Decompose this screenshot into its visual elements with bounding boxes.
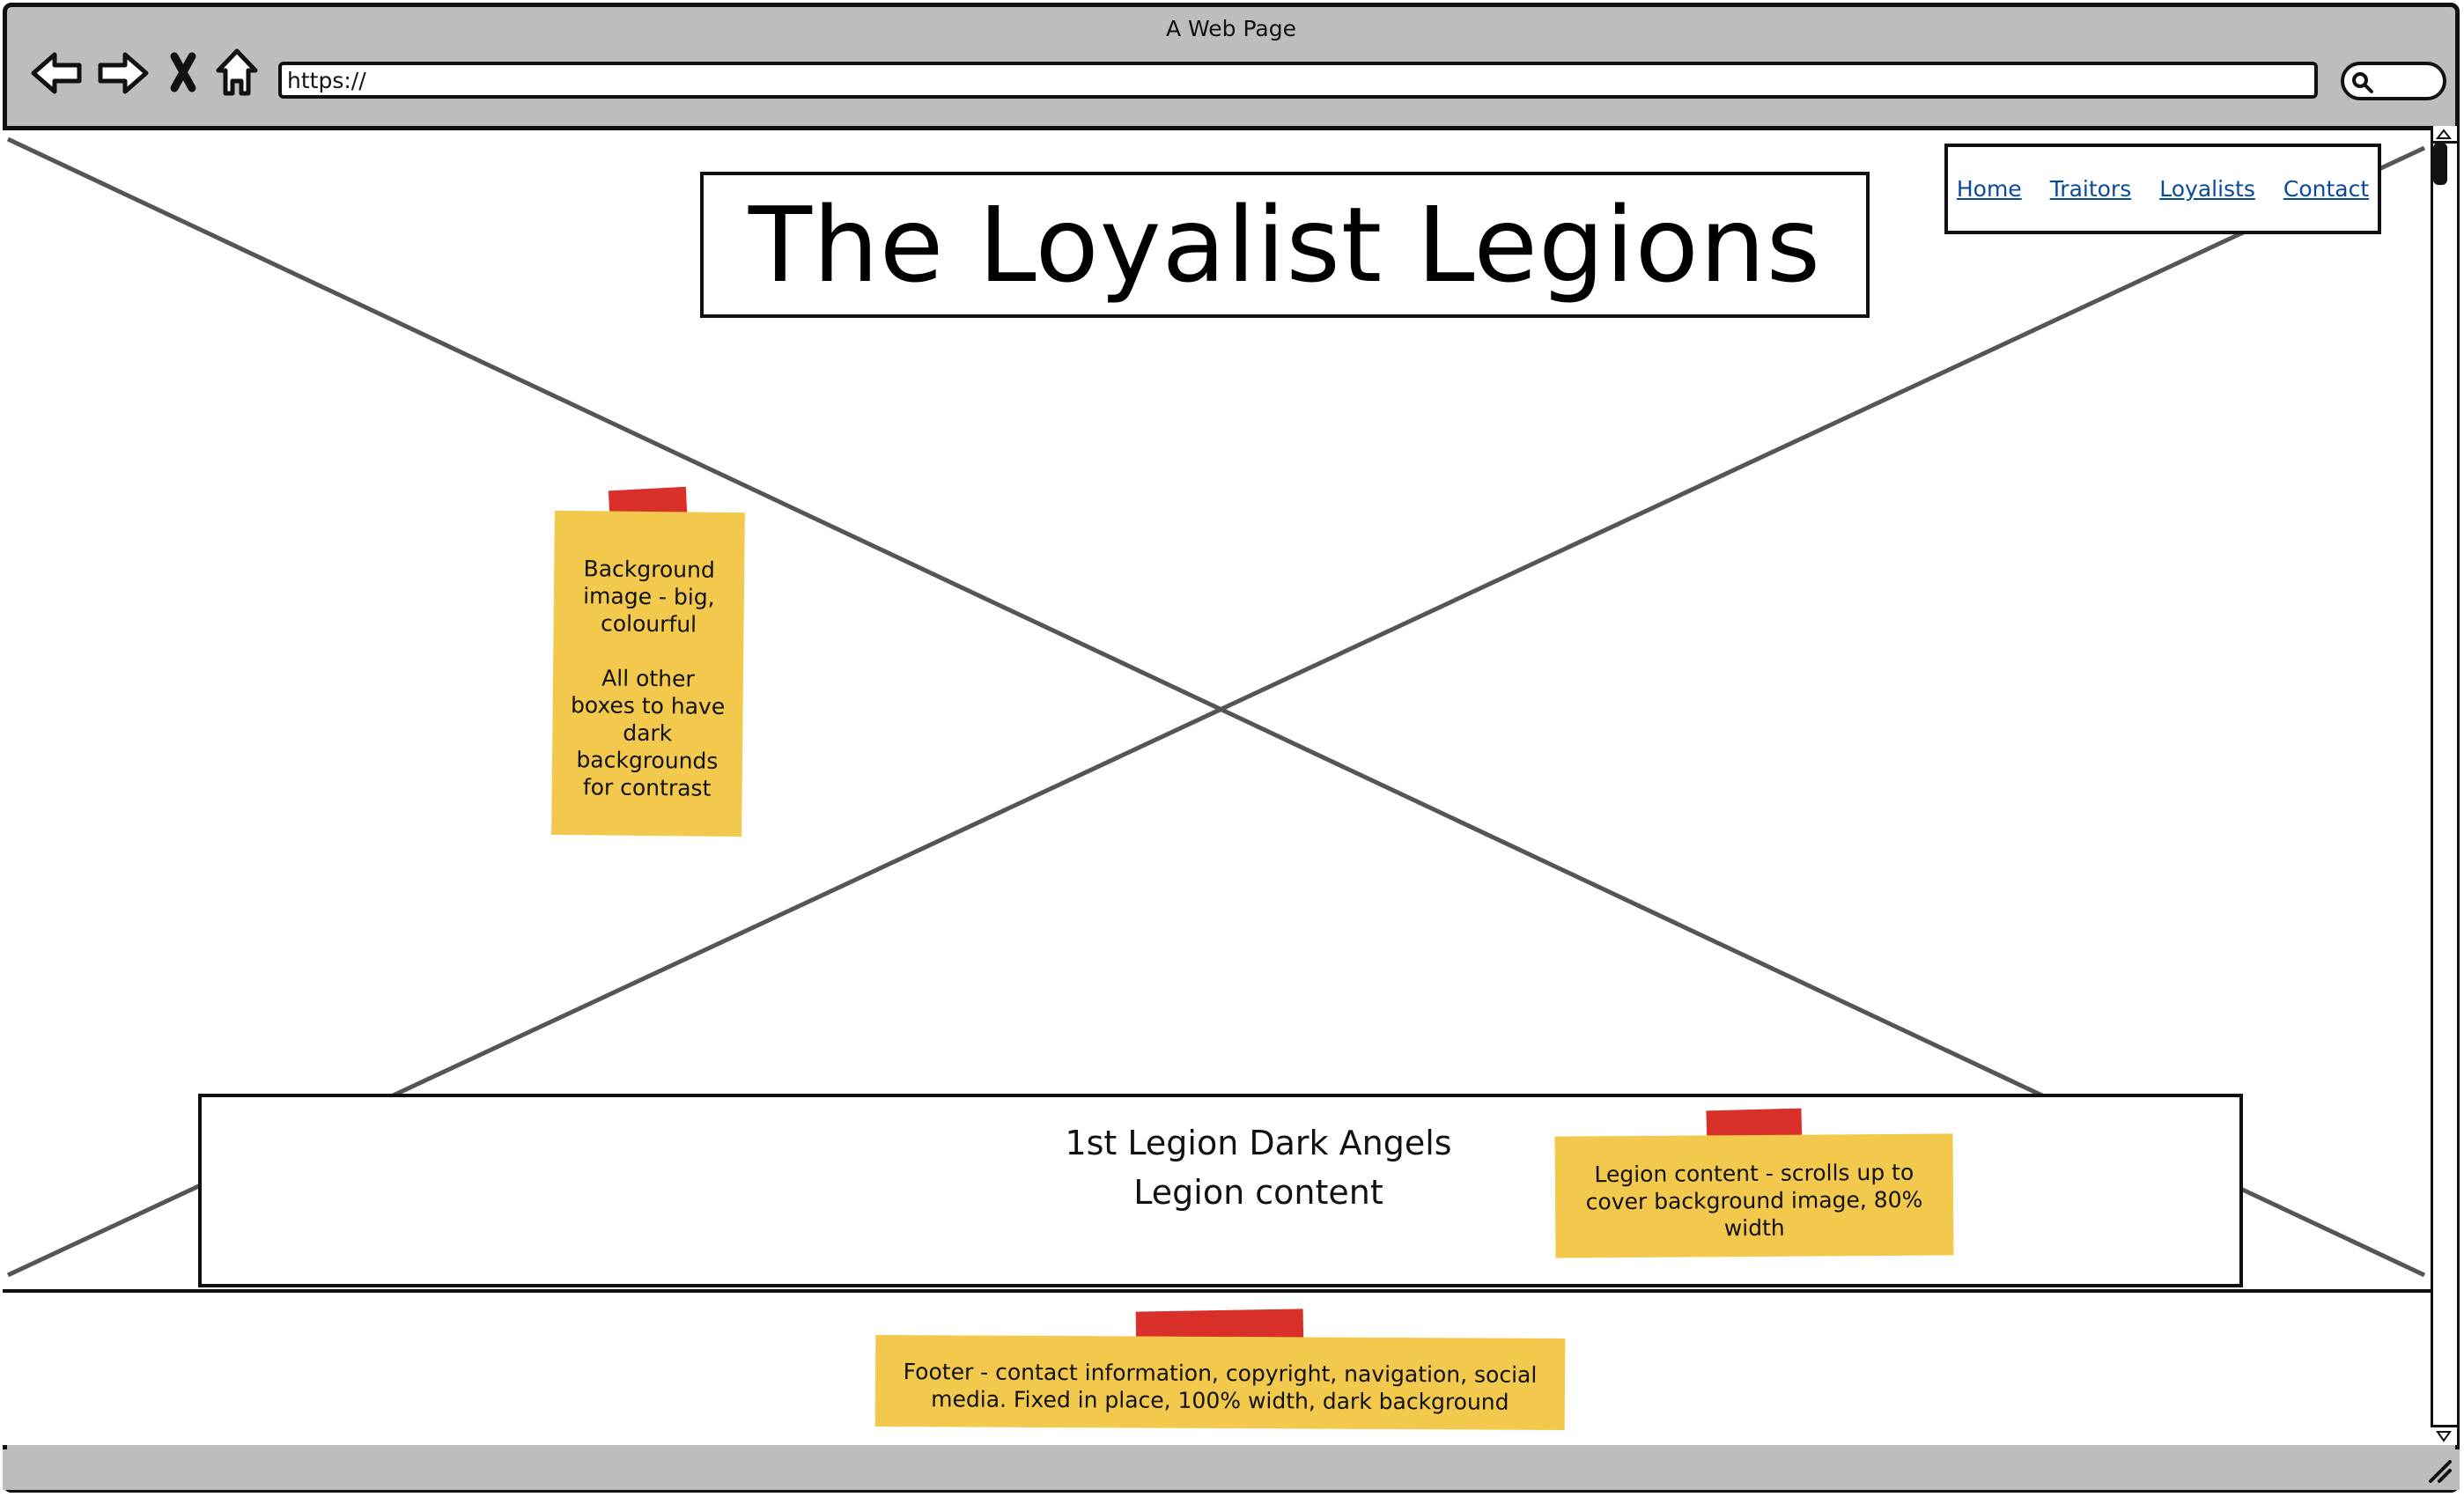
status-bar <box>3 1449 2460 1490</box>
close-x-icon[interactable] <box>164 46 218 100</box>
sticky-note-legion: Legion content - scrolls up to cover bac… <box>1554 1133 1954 1258</box>
address-bar[interactable]: https:// <box>278 62 2318 99</box>
sticky-note-footer: Footer - contact information, copyright,… <box>874 1334 1566 1431</box>
image-placeholder <box>6 136 2426 1278</box>
page-title: The Loyalist Legions <box>748 184 1822 306</box>
scrollbar-thumb[interactable] <box>2433 143 2447 185</box>
legion-name: 1st Legion Dark Angels <box>1065 1124 1452 1162</box>
nav-link-traitors[interactable]: Traitors <box>2049 176 2132 202</box>
sticky-note-background: Background image - big, colourful All ot… <box>551 510 745 837</box>
scroll-down-arrow-icon[interactable] <box>2431 1425 2457 1445</box>
search-box[interactable] <box>2341 62 2446 100</box>
back-arrow-icon[interactable] <box>30 46 85 100</box>
home-icon[interactable] <box>210 46 264 100</box>
page-title-box: The Loyalist Legions <box>700 172 1870 318</box>
nav-link-contact[interactable]: Contact <box>2283 176 2370 202</box>
window-title: A Web Page <box>1165 16 1297 41</box>
scroll-up-arrow-icon[interactable] <box>2431 126 2457 144</box>
top-navigation: Home Traitors Loyalists Contact <box>1944 144 2381 234</box>
nav-link-loyalists[interactable]: Loyalists <box>2159 176 2255 202</box>
search-icon <box>2352 72 2373 93</box>
forward-arrow-icon[interactable] <box>95 46 150 100</box>
vertical-scrollbar[interactable] <box>2431 126 2457 1445</box>
legion-content-text: Legion content <box>1133 1173 1383 1212</box>
resize-handle-icon[interactable] <box>2423 1455 2453 1488</box>
nav-link-home[interactable]: Home <box>1956 176 2022 202</box>
